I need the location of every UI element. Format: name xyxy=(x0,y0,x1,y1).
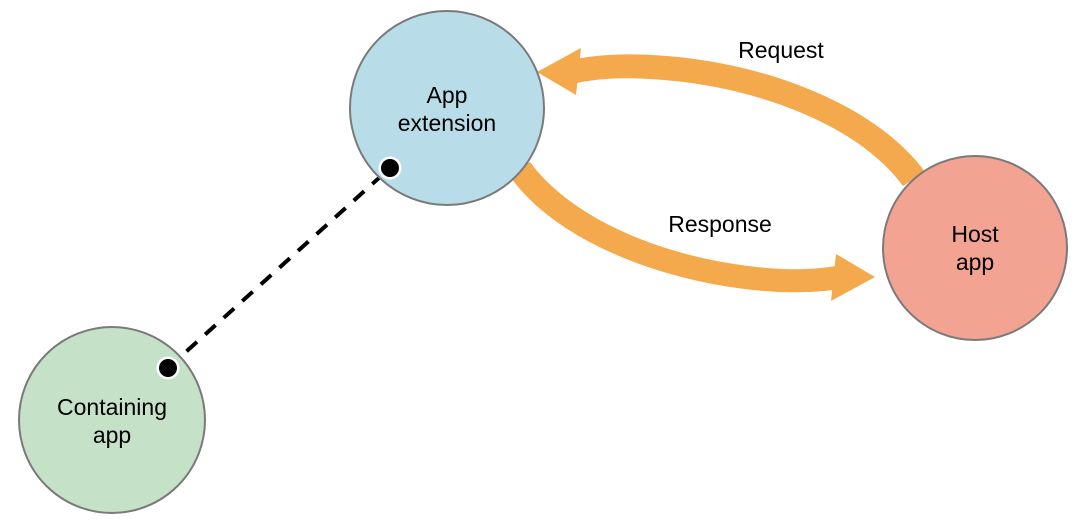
node-host-app-shape[interactable] xyxy=(882,155,1068,341)
arrow-response-head xyxy=(831,254,875,301)
connector-endpoint-dot-app-extension xyxy=(378,156,402,180)
arrow-response xyxy=(509,162,875,301)
arrow-request-head xyxy=(537,48,581,95)
endpoint-dot-app-extension xyxy=(381,159,399,177)
node-host-app-label-line2: app xyxy=(956,249,994,275)
connector-endpoint-dot-containing-app xyxy=(156,356,180,380)
node-app-extension-shape[interactable] xyxy=(349,10,545,206)
node-containing-app[interactable]: Containing app xyxy=(18,326,206,514)
arrow-request-body xyxy=(566,54,925,187)
dashed-connector xyxy=(166,166,392,370)
node-containing-app-label-line2: app xyxy=(93,422,131,448)
node-app-extension[interactable]: App extension xyxy=(349,10,545,206)
arrow-response-body xyxy=(509,162,850,293)
endpoint-dot-containing-app xyxy=(159,359,177,377)
arrow-response-label: Response xyxy=(668,211,772,237)
node-host-app-label-line1: Host xyxy=(951,221,999,247)
arrow-request xyxy=(537,48,925,187)
arrow-request-label: Request xyxy=(738,37,824,63)
node-host-app[interactable]: Host app xyxy=(882,155,1068,341)
node-app-extension-label-line2: extension xyxy=(398,110,496,136)
node-app-extension-label-line1: App xyxy=(427,82,468,108)
node-containing-app-label-line1: Containing xyxy=(57,394,167,420)
